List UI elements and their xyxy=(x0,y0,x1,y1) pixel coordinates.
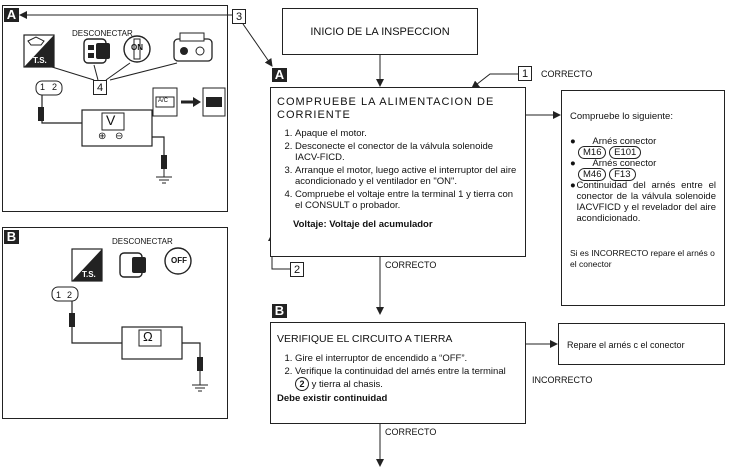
check-bullet-3-text: Continuidad del arnés entre el conector … xyxy=(576,180,717,224)
correcto-bottom-label: CORRECTO xyxy=(385,427,437,437)
check-bullet-1-text: Arnés conector xyxy=(592,136,657,147)
step-a-result: Voltaje: Voltaje del acumulador xyxy=(293,219,433,230)
engine-icon xyxy=(173,32,213,62)
ignition-on-icon xyxy=(123,35,151,63)
step-b-list: Gire el interruptor de encendido a “OFF”… xyxy=(277,353,519,391)
step-a-item-2: Desconecte el conector de la válvula sol… xyxy=(295,141,519,163)
code-m46: M46 xyxy=(578,168,607,181)
minus-terminal: ⊖ xyxy=(115,131,124,142)
ts-symbol-icon xyxy=(23,34,55,68)
connector-codes-1: M16 E101 xyxy=(578,146,716,159)
step-b-result: Debe existir continuidad xyxy=(277,393,388,404)
voltmeter-label: V xyxy=(106,112,116,128)
callout-2: 2 xyxy=(290,262,304,277)
panel-b-tag: B xyxy=(4,230,19,244)
check-note: Si es INCORRECTO repare el arnés o el co… xyxy=(570,248,715,269)
callout-1: 1 xyxy=(518,66,532,81)
check-bullet-2-text: Arnés conector xyxy=(592,158,657,169)
step-b-item-2-pre: Verifique la continuidad del arnés entre… xyxy=(295,366,506,377)
ohmmeter-label: Ω xyxy=(143,329,153,344)
step-a-box: COMPRUEBE LA ALIMENTACION DE CORRIENTE A… xyxy=(270,87,526,257)
connector-icon xyxy=(83,38,110,64)
check-title: Compruebe lo siguiente: xyxy=(570,111,673,122)
ts-label-b: T.S. xyxy=(82,270,96,279)
check-box: Compruebe lo siguiente: ● Arnés conector… xyxy=(561,90,725,306)
pin-1-label-b: 1 xyxy=(56,290,62,300)
desconectar-label: DESCONECTAR xyxy=(72,29,133,38)
panel-b-illustration xyxy=(51,247,208,392)
panel-a-illustration xyxy=(23,32,226,184)
callout-4: 4 xyxy=(93,80,107,95)
code-f13: F13 xyxy=(609,168,636,181)
start-title: INICIO DE LA INSPECCION xyxy=(310,26,450,38)
callout-3: 3 xyxy=(232,9,246,24)
code-e101: E101 xyxy=(609,146,642,159)
pin-2-label: 2 xyxy=(52,82,58,92)
repair-text: Repare el arnés c el conector xyxy=(567,340,685,350)
step-b-box: VERIFIQUE EL CIRCUITO A TIERRA Gire el i… xyxy=(270,322,526,424)
pin-2-label-b: 2 xyxy=(67,290,73,300)
step-b-tag: B xyxy=(272,304,287,318)
pin-1-label: 1 xyxy=(40,82,46,92)
step-a-item-4: Compruebe el voltaje entre la terminal 1… xyxy=(295,189,519,211)
desconectar-label-b: DESCONECTAR xyxy=(112,237,173,246)
step-a-title: COMPRUEBE LA ALIMENTACION DE CORRIENTE xyxy=(277,96,495,121)
panel-a-tag: A xyxy=(4,8,19,22)
step-b-item-2: Verifique la continuidad del arnés entre… xyxy=(295,366,519,391)
start-box: INICIO DE LA INSPECCION xyxy=(282,8,478,55)
repair-box: Repare el arnés c el conector xyxy=(558,323,725,365)
step-b-item-2-post: y tierra al chasis. xyxy=(311,379,383,390)
correcto-top-label: CORRECTO xyxy=(541,69,593,79)
check-bullet-2: ● Arnés conector xyxy=(570,158,657,169)
connector-codes-2: M46 F13 xyxy=(578,168,716,181)
step-a-tag: A xyxy=(272,68,287,82)
on-label: ON xyxy=(131,43,143,52)
plus-terminal: ⊕ xyxy=(98,131,107,142)
correcto-mid-label: CORRECTO xyxy=(385,260,437,270)
check-bullet-1: ● Arnés conector xyxy=(570,136,657,147)
step-b-title: VERIFIQUE EL CIRCUITO A TIERRA xyxy=(277,333,453,345)
check-bullet-3: ● Continuidad del arnés entre el conecto… xyxy=(570,180,716,224)
incorrecto-label: INCORRECTO xyxy=(532,375,593,385)
ts-symbol-icon-b xyxy=(71,248,103,282)
step-a-list: Apaque el motor. Desconecte el conector … xyxy=(277,128,519,211)
off-label: OFF xyxy=(171,256,187,265)
step-b-item-1: Gire el interruptor de encendido a “OFF”… xyxy=(295,353,519,364)
terminal-2-circle: 2 xyxy=(295,377,309,391)
step-a-item-3: Arranque el motor, luego active el inter… xyxy=(295,165,519,187)
connector-icon-b xyxy=(119,252,146,278)
ac-switch-label: A/C xyxy=(158,98,169,104)
ts-label: T.S. xyxy=(33,56,47,65)
code-m16: M16 xyxy=(578,146,607,159)
step-a-item-1: Apaque el motor. xyxy=(295,128,519,139)
ignition-off-icon xyxy=(164,247,192,275)
